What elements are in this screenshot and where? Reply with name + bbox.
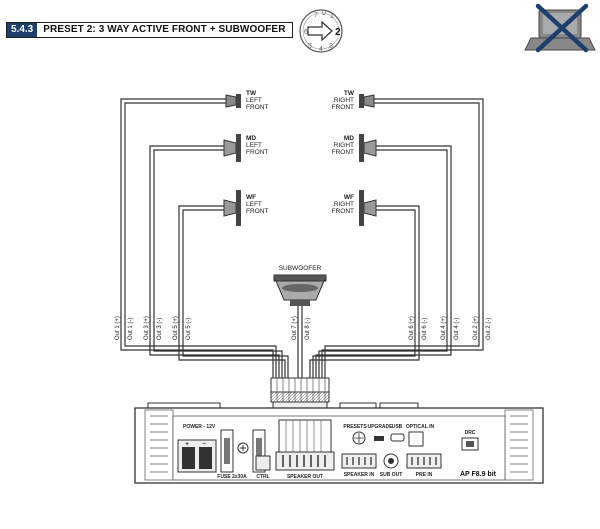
out-label: Out 1 (-) — [128, 318, 134, 340]
out-label: Out 3 (+) — [144, 316, 150, 340]
dial-digit: 3 — [329, 43, 333, 50]
section-title: PRESET 2: 3 WAY ACTIVE FRONT + SUBWOOFER — [43, 24, 286, 35]
wf-left-label: WF — [246, 194, 256, 201]
wf-left-label: FRONT — [246, 208, 268, 215]
out-label: Out 1 (+) — [115, 316, 121, 340]
minus-icon: − — [202, 441, 206, 448]
section-header: 5.4.3 PRESET 2: 3 WAY ACTIVE FRONT + SUB… — [6, 22, 293, 38]
wf-left-speaker-icon — [223, 190, 241, 226]
md-right-speaker-icon — [359, 134, 377, 162]
tw-left-label: TW — [246, 90, 257, 97]
md-right-label: MD — [344, 135, 354, 142]
optical-port — [408, 431, 424, 447]
amplifier: + − — [134, 402, 544, 484]
dial-digit: 7 — [314, 12, 318, 19]
md-right-label: FRONT — [332, 149, 354, 156]
out-label: Out 4 (-) — [454, 318, 460, 340]
md-left-label: FRONT — [246, 149, 268, 156]
speaker-out-label: SPEAKER OUT — [287, 474, 323, 480]
optical-in-label: OPTICAL IN — [406, 424, 435, 430]
upgrade-label: UPGRADE — [367, 424, 393, 430]
out-label: Out 6 (-) — [422, 318, 428, 340]
tw-right-label: RIGHT — [334, 97, 354, 104]
no-laptop-icon — [524, 3, 596, 53]
fuse-label: FUSE 2x30A — [217, 474, 247, 480]
power-terminal: + − — [177, 439, 217, 473]
out-label: Out 8 (-) — [305, 318, 311, 340]
wf-right-label: WF — [344, 194, 354, 201]
tw-right-label: FRONT — [332, 104, 354, 111]
subwoofer-label: SUBWOOFER — [279, 265, 322, 272]
wf-left-label: LEFT — [246, 201, 262, 208]
dial-selected: 2 — [335, 27, 341, 38]
ctrl-label: CTRL — [256, 474, 269, 480]
md-right-label: RIGHT — [334, 142, 354, 149]
usb-label: USB — [392, 424, 403, 430]
subwoofer-speaker-icon — [273, 274, 327, 306]
wf-right-label: RIGHT — [334, 201, 354, 208]
plus-icon: + — [185, 441, 189, 448]
speaker-in-label: SPEAKER IN — [344, 472, 375, 478]
pre-in-label: PRE IN — [416, 472, 433, 478]
dial-digit: 6 — [304, 29, 308, 36]
md-left-label: LEFT — [246, 142, 262, 149]
model-label: AP F8.9 bit — [460, 471, 497, 478]
out-label: Out 5 (-) — [186, 318, 192, 340]
preset-dial-icon: 7 0 1 6 2 5 4 3 — [299, 9, 343, 53]
section-number: 5.4.3 — [7, 23, 38, 37]
dial-digit: 1 — [330, 13, 334, 20]
wf-right-label: FRONT — [332, 208, 354, 215]
dial-digit: 4 — [319, 46, 323, 53]
drc-label: DRC — [465, 430, 476, 436]
sub-out-label: SUB OUT — [380, 472, 403, 478]
power-label: POWER - 12V — [183, 424, 216, 430]
out-label: Out 2 (-) — [486, 318, 492, 340]
out-label: Out 5 (+) — [173, 316, 179, 340]
ctrl-connector — [255, 455, 271, 471]
wire-bundle — [120, 98, 484, 378]
dial-digit: 0 — [322, 10, 326, 17]
usb-port — [390, 433, 405, 442]
out-label: Out 2 (+) — [473, 316, 479, 340]
out-label: Out 6 (+) — [409, 316, 415, 340]
dial-digit: 5 — [308, 43, 312, 50]
presets-label: PRESETS — [343, 424, 367, 430]
tw-left-label: LEFT — [246, 97, 262, 104]
out-label: Out 4 (+) — [441, 316, 447, 340]
out-label: Out 3 (-) — [157, 318, 163, 340]
tw-left-speaker-icon — [225, 94, 241, 108]
tw-left-label: FRONT — [246, 104, 268, 111]
tw-right-speaker-icon — [359, 94, 375, 108]
speaker-out-connector — [275, 419, 335, 471]
md-left-speaker-icon — [223, 134, 241, 162]
tw-right-label: TW — [344, 90, 355, 97]
wf-right-speaker-icon — [359, 190, 377, 226]
upgrade-switch — [374, 436, 384, 441]
md-left-label: MD — [246, 135, 256, 142]
out-label: Out 7 (+) — [292, 316, 298, 340]
